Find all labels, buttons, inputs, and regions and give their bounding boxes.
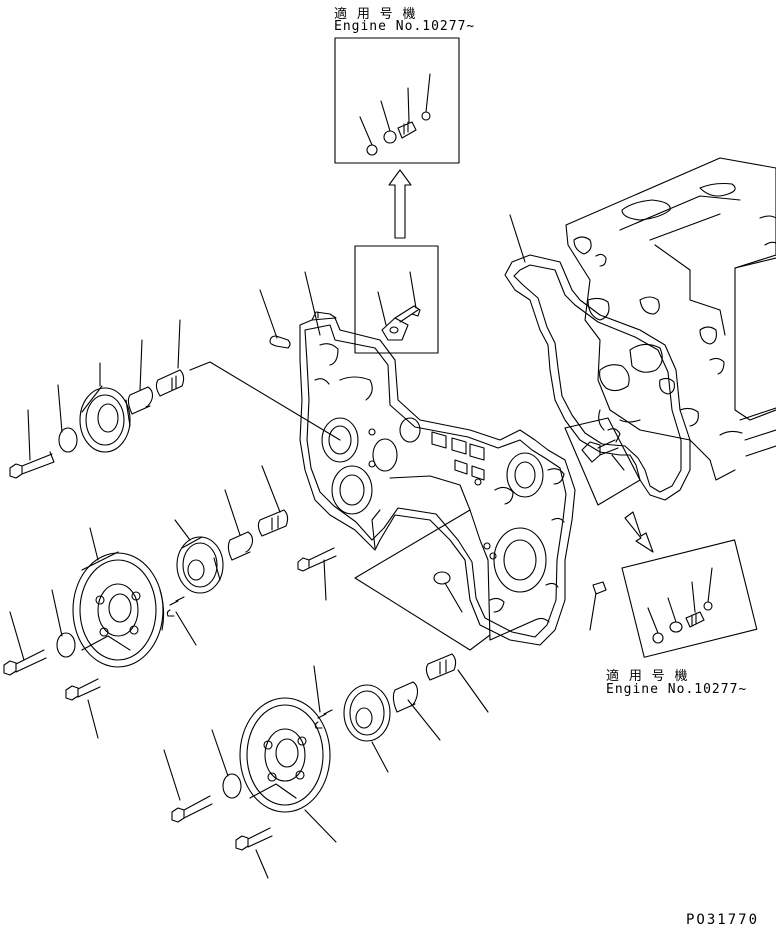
bolt-middle: [298, 548, 336, 571]
side-plug: [590, 582, 606, 630]
lower-idler-gear: [344, 654, 488, 772]
middle-gear-assembly: [167, 466, 336, 645]
case-bore-2: [332, 466, 372, 514]
case-cap: [434, 572, 462, 612]
timing-case: [300, 272, 575, 645]
top-ring-1: [367, 145, 377, 155]
middle-plate: [382, 318, 408, 340]
connection-line-1: [355, 510, 535, 650]
top-ring-3: [422, 112, 430, 120]
dowel-pin-top: [260, 290, 290, 348]
large-gear-left: [73, 528, 164, 667]
down-arrow: [625, 512, 653, 552]
up-arrow: [389, 170, 411, 238]
top-detail-box: [335, 38, 459, 163]
case-leader: [305, 272, 320, 335]
upper-gear-assembly: [10, 320, 340, 478]
middle-bolt: [395, 306, 420, 322]
case-bore-4: [494, 528, 546, 592]
gasket-leader: [510, 215, 525, 262]
case-bore-1: [322, 418, 358, 462]
bushing-upper: [128, 387, 152, 414]
right-callout-jp: 適 用 号 機: [606, 669, 689, 684]
figure-code: PO31770: [686, 912, 760, 928]
right-upper-box: [565, 418, 640, 505]
right-callout-engine: Engine No.10277~: [606, 682, 748, 697]
idler-gear-middle: [177, 537, 223, 593]
shaft-middle: [258, 510, 287, 536]
bolt-upper: [10, 452, 54, 478]
top-ring-2: [384, 131, 396, 143]
top-callout-jp: 適 用 号 機: [334, 7, 417, 22]
right-detail-box: [622, 540, 757, 657]
top-plug: [398, 122, 416, 138]
lower-left-bolts: [4, 590, 100, 738]
gasket: [505, 215, 690, 500]
large-gear-lower: [240, 698, 336, 842]
thrust-washer-upper: [59, 428, 77, 452]
lower-bolts: [164, 666, 332, 878]
engine-block: [566, 158, 776, 480]
bushing-middle: [228, 532, 252, 560]
connection-line-2: [390, 476, 470, 510]
top-callout-engine: Engine No.10277~: [334, 19, 476, 34]
top-leader-lines: [360, 74, 430, 145]
case-bore-3: [507, 453, 543, 497]
shaft-upper: [156, 370, 183, 396]
middle-detail-box: [355, 246, 438, 353]
idler-gear-upper: [80, 388, 130, 452]
